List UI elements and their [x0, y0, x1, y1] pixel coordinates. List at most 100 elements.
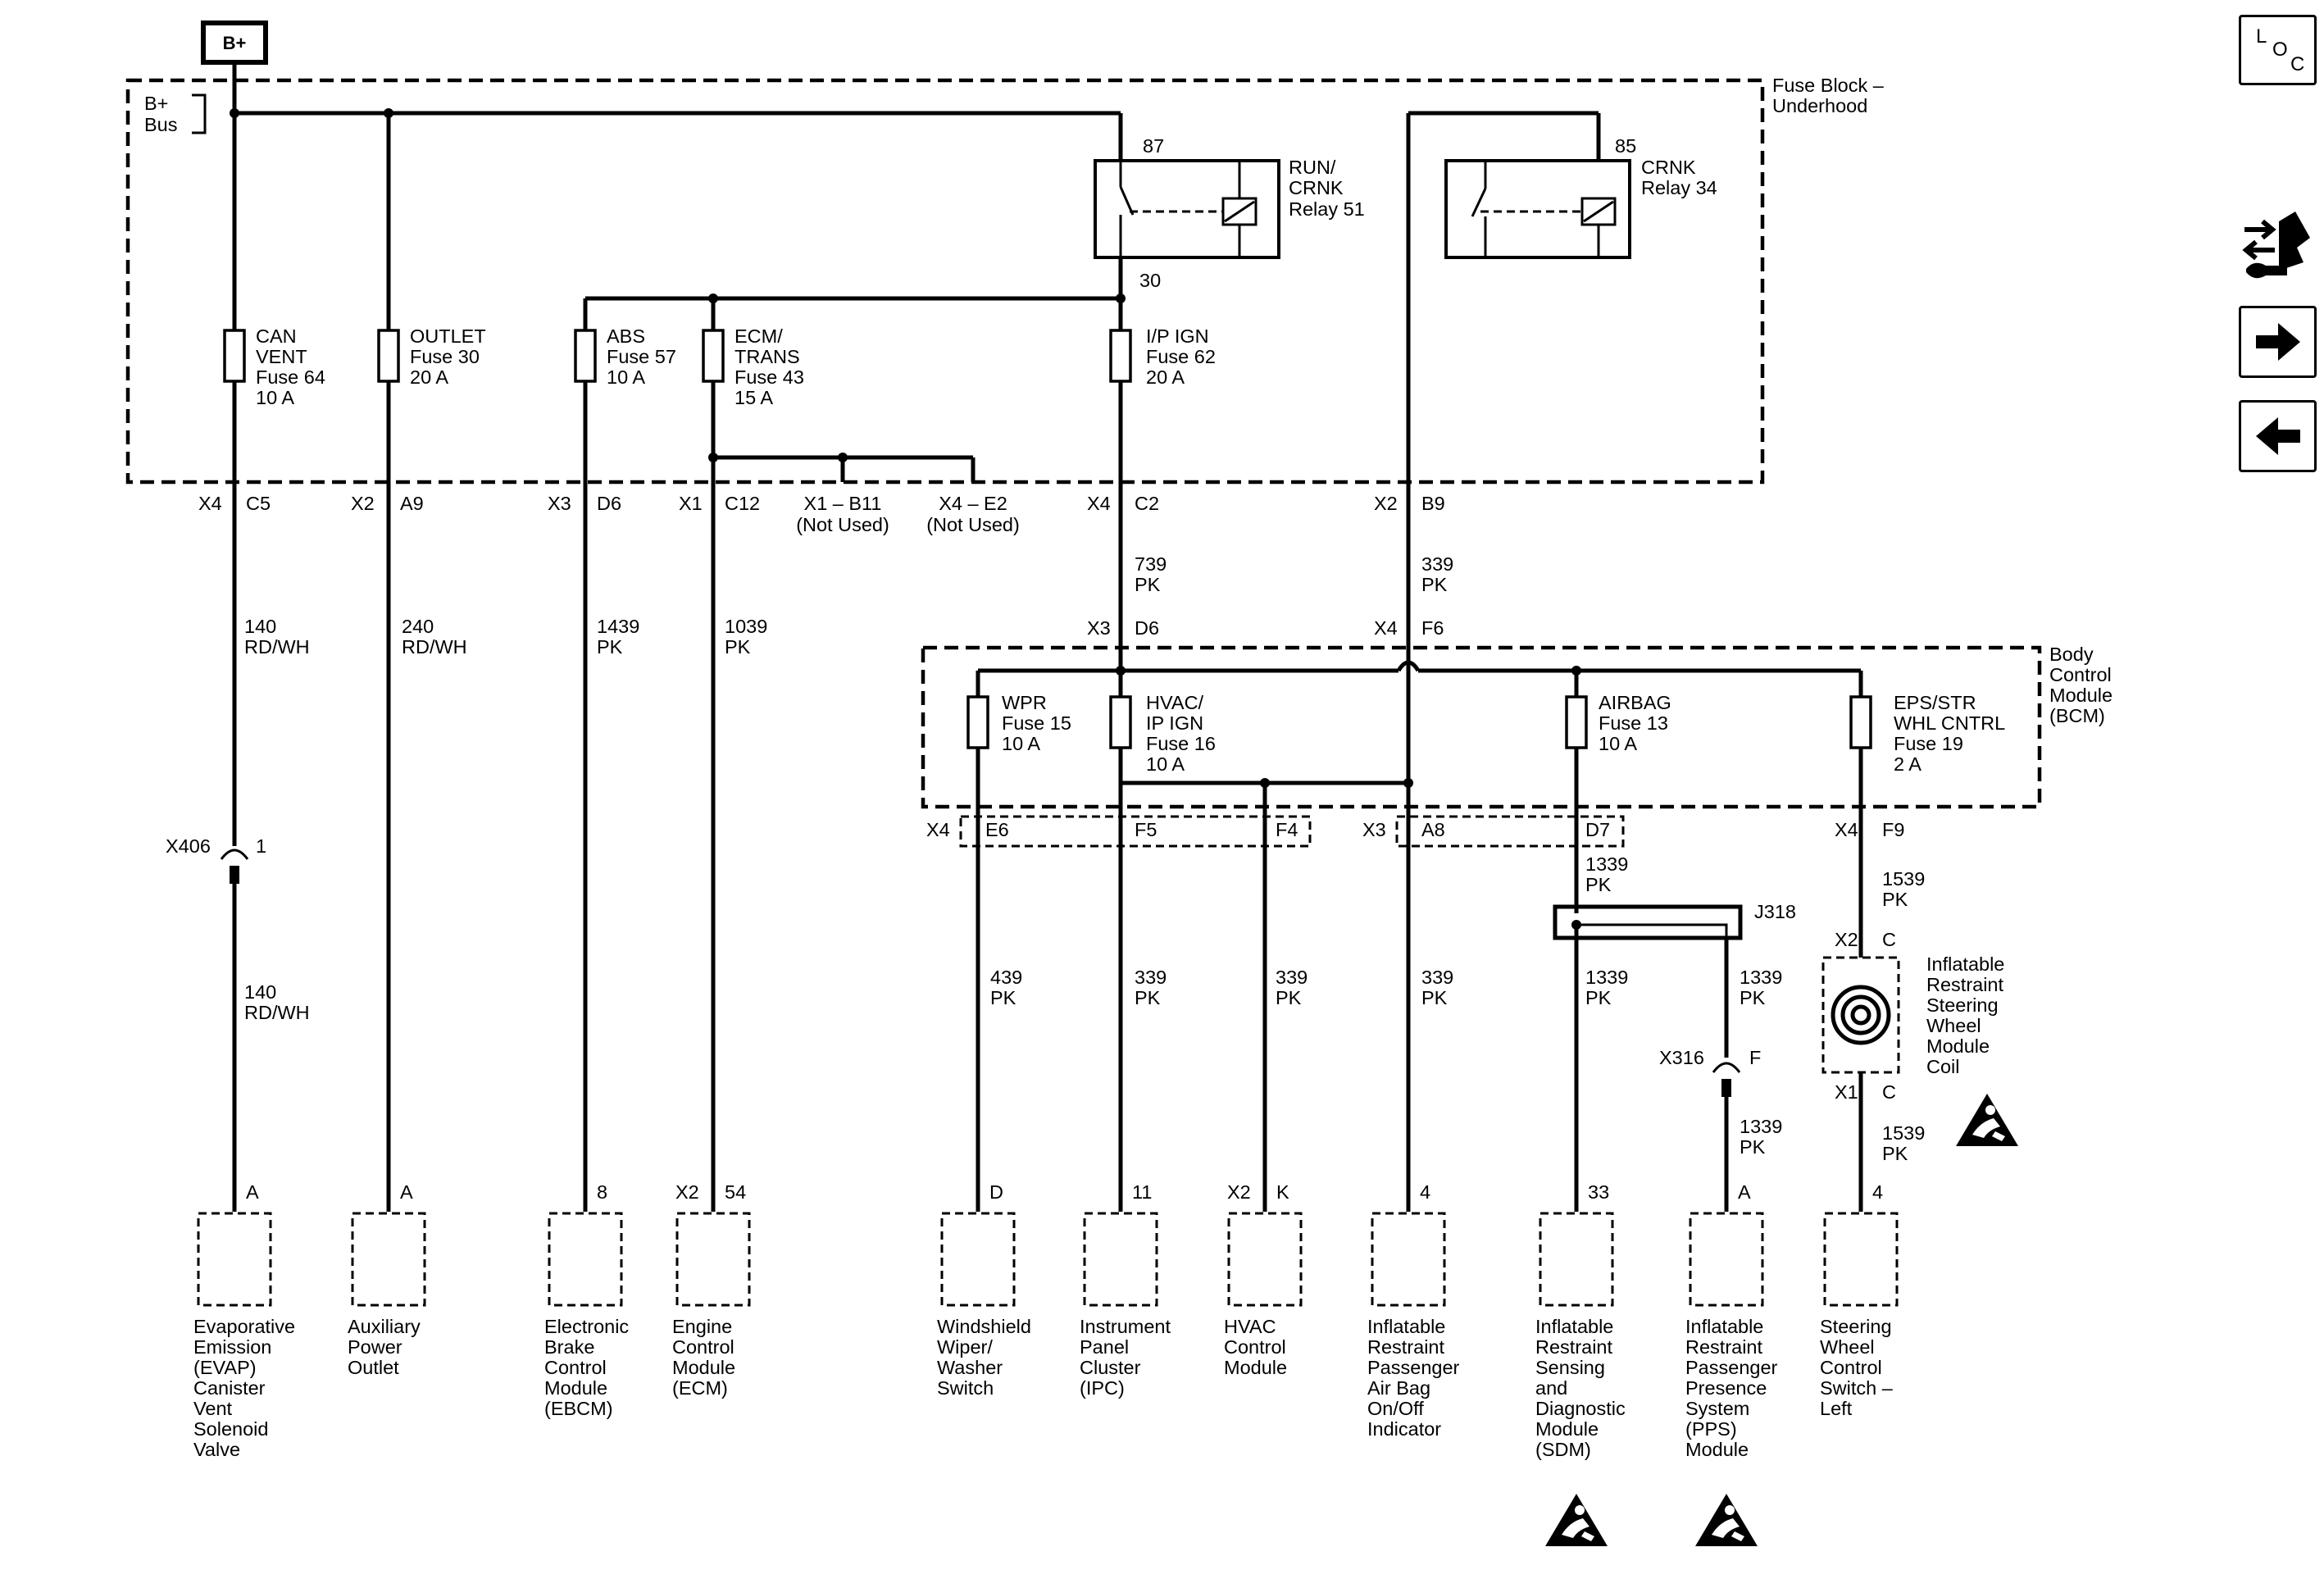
- coil-l5: Module: [1926, 1035, 1990, 1057]
- run-relay-label-1: RUN/: [1289, 157, 1336, 178]
- conn-c4-a: X1: [679, 493, 703, 514]
- conn-c3-a: X3: [548, 493, 571, 514]
- component-label: Control: [672, 1336, 734, 1358]
- fuse-can-l4: 10 A: [256, 387, 294, 408]
- bcm-out-f9: F9: [1882, 819, 1904, 840]
- wire-1039-num: 1039: [725, 616, 767, 637]
- component-label: (EVAP): [193, 1357, 257, 1378]
- component-box: [548, 1212, 623, 1307]
- wire-339b-color: PK: [1276, 987, 1302, 1008]
- component-box: [940, 1212, 1016, 1307]
- bcm-in-a-pin: D6: [1135, 617, 1159, 639]
- coil-bot-conn: X1: [1835, 1081, 1858, 1103]
- wire-1339r2-color: PK: [1740, 1136, 1766, 1158]
- pin-85: 85: [1615, 135, 1636, 157]
- wire-1339r2-num: 1339: [1740, 1116, 1782, 1137]
- conn-c1-a: X4: [198, 493, 222, 514]
- sdm-warning-icon: [1545, 1494, 1608, 1546]
- wire-1339l-color: PK: [1585, 987, 1612, 1008]
- component-label: Evaporative: [193, 1316, 295, 1337]
- connector-tool-icon[interactable]: [2238, 205, 2316, 283]
- wire-1339top-color: PK: [1585, 874, 1612, 895]
- component-label: System: [1685, 1398, 1749, 1419]
- wire-339c-num: 339: [1421, 967, 1453, 988]
- bcm-l3: Module: [2049, 685, 2113, 706]
- not-used-1-l1: X1 – B11: [804, 493, 882, 514]
- component-label: Panel: [1080, 1336, 1129, 1358]
- component-label: Auxiliary: [348, 1316, 421, 1337]
- component-label: Passenger: [1685, 1357, 1778, 1378]
- component-box: [1227, 1212, 1303, 1307]
- component-pin: A: [1738, 1181, 1751, 1203]
- arrow-left-icon: [2256, 417, 2300, 455]
- wire-140-color: RD/WH: [244, 636, 310, 658]
- fuse-abs-l3: 10 A: [607, 366, 645, 388]
- fuse-hvac-ip-ign: [1109, 695, 1132, 749]
- fuse-can-l1: CAN: [256, 325, 297, 347]
- fuse-ecm-trans: [702, 329, 725, 383]
- fuse-outlet: [377, 329, 400, 383]
- conn-c4-b: C12: [725, 493, 760, 514]
- wire-1439-color: PK: [597, 636, 623, 658]
- fuse-wpr-l1: WPR: [1002, 692, 1047, 713]
- component-label: Washer: [937, 1357, 1003, 1378]
- x316-connector: [1712, 1062, 1741, 1073]
- component-pin: 11: [1132, 1181, 1152, 1203]
- run-crnk-relay: [1094, 159, 1280, 259]
- bplus-label: B+: [223, 33, 247, 53]
- wire-739-color: PK: [1135, 574, 1161, 595]
- component-pin: K: [1276, 1181, 1289, 1203]
- wire-339a-num: 339: [1135, 967, 1167, 988]
- bplus-bus-label-2: Bus: [144, 114, 178, 135]
- component-label: Inflatable: [1685, 1316, 1763, 1337]
- component-label: and: [1535, 1377, 1567, 1399]
- component-box: [1823, 1212, 1899, 1307]
- wire-240-color: RD/WH: [402, 636, 467, 658]
- pin-30: 30: [1139, 270, 1161, 291]
- component-pin: 33: [1588, 1181, 1609, 1203]
- conn-c3-b: D6: [597, 493, 621, 514]
- bcm-connector-x4: [959, 815, 1312, 848]
- component-connector: X2: [675, 1181, 699, 1203]
- loc-c: C: [2290, 53, 2305, 75]
- pps-warning-icon: [1695, 1494, 1758, 1546]
- component-label: Switch: [937, 1377, 994, 1399]
- component-label: Module: [1535, 1418, 1599, 1440]
- bcm-out-e6: E6: [985, 819, 1009, 840]
- crnk-relay-label-1: CRNK: [1641, 157, 1696, 178]
- component-label: Sensing: [1535, 1357, 1605, 1378]
- wire-1539bot-color: PK: [1882, 1143, 1908, 1164]
- fuse-ip-l1: I/P IGN: [1146, 325, 1209, 347]
- fuse-abs-l1: ABS: [607, 325, 645, 347]
- body-control-module: [921, 645, 2042, 809]
- bcm-out-a8: A8: [1421, 819, 1445, 840]
- j318-label: J318: [1754, 901, 1796, 922]
- component-label: (ECM): [672, 1377, 728, 1399]
- fuse-block-title-2: Underhood: [1772, 95, 1867, 116]
- component-label: Wheel: [1820, 1336, 1875, 1358]
- airbag-warning-icon: [1956, 1094, 2018, 1146]
- arrow-right-icon: [2256, 323, 2300, 361]
- fuse-outlet-l2: Fuse 30: [410, 346, 480, 367]
- wire-240-num: 240: [402, 616, 434, 637]
- component-label: On/Off: [1367, 1398, 1424, 1419]
- wire-1339r-num: 1339: [1740, 967, 1782, 988]
- component-pin: 4: [1420, 1181, 1430, 1203]
- component-label: Valve: [193, 1439, 240, 1460]
- conn-c2-a: X2: [351, 493, 375, 514]
- previous-page-button[interactable]: [2239, 400, 2317, 472]
- coil-l4: Wheel: [1926, 1015, 1981, 1036]
- wire-1539bot-num: 1539: [1882, 1122, 1925, 1144]
- next-page-button[interactable]: [2239, 306, 2317, 378]
- bcm-l1: Body: [2049, 644, 2094, 665]
- loc-button[interactable]: L O C: [2239, 15, 2317, 85]
- component-label: Air Bag: [1367, 1377, 1430, 1399]
- fuse-eps-l3: Fuse 19: [1894, 733, 1963, 754]
- fuse-hvac-l2: IP IGN: [1146, 712, 1203, 734]
- component-label: Control: [1820, 1357, 1882, 1378]
- fuse-eps-l2: WHL CNTRL: [1894, 712, 2005, 734]
